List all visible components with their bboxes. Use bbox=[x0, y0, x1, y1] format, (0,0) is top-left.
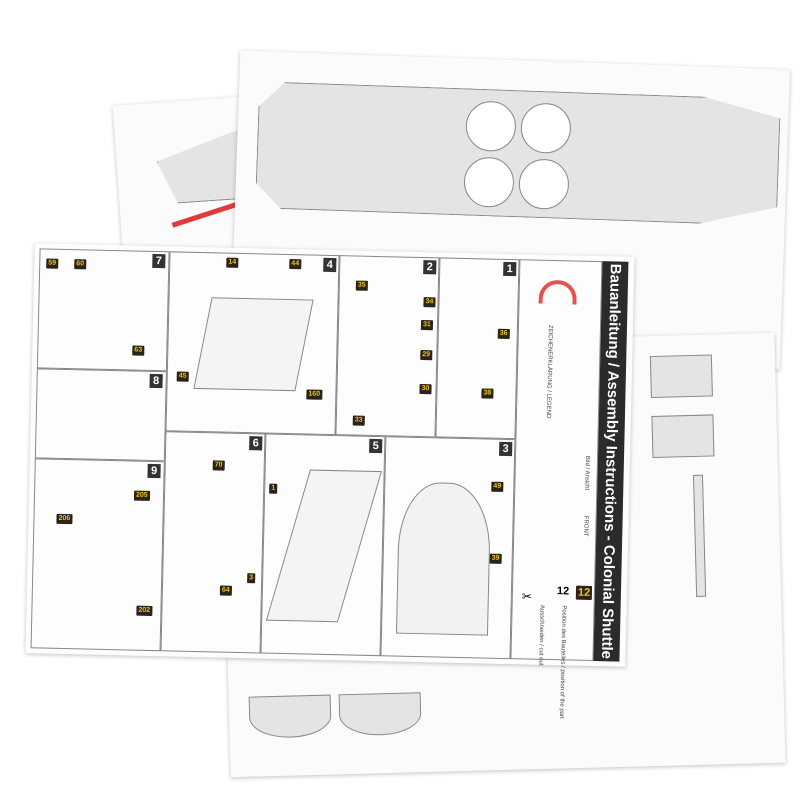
part-badge: 33 bbox=[352, 415, 365, 426]
part-badge: 160 bbox=[306, 389, 323, 400]
step-cell-9 bbox=[30, 458, 165, 652]
fuselage-part bbox=[255, 81, 781, 226]
fin-part bbox=[651, 414, 715, 459]
step-number: 4 bbox=[323, 257, 337, 273]
part-badge: 35 bbox=[355, 280, 368, 291]
scissors-icon: ✂ bbox=[521, 589, 533, 604]
step-cell-1 bbox=[435, 257, 520, 440]
part-badge: 1 bbox=[269, 483, 278, 494]
view-label: Bild / Ansicht bbox=[583, 455, 591, 491]
part-badge: 44 bbox=[289, 259, 302, 270]
strip-part bbox=[692, 474, 707, 597]
step-number: 7 bbox=[152, 253, 166, 269]
step-number: 8 bbox=[149, 373, 163, 389]
part-badge: 49 bbox=[491, 481, 504, 492]
fin-part bbox=[649, 354, 713, 399]
part-badge: 63 bbox=[132, 345, 145, 356]
part-badge: 59 bbox=[46, 258, 59, 269]
assembly-drawing bbox=[193, 297, 314, 392]
arc-part bbox=[248, 694, 332, 739]
part-badge: 3 bbox=[247, 573, 256, 584]
step-number: 2 bbox=[423, 260, 437, 275]
instruction-sheet: 7 8 9 4 6 5 2 1 3 36 38 34 31 29 30 35 3… bbox=[25, 243, 635, 719]
legend-number-plain: 12 bbox=[556, 585, 570, 598]
front-label: FRONT bbox=[582, 515, 589, 537]
arc-part bbox=[338, 692, 422, 737]
step-number: 3 bbox=[499, 441, 513, 457]
step-number: 9 bbox=[147, 463, 161, 479]
part-badge: 30 bbox=[419, 384, 432, 395]
part-badge: 64 bbox=[219, 585, 232, 596]
part-badge: 31 bbox=[420, 320, 433, 331]
instructions-title: Bauanleitung / Assembly Instructions - C… bbox=[597, 263, 624, 660]
part-badge: 60 bbox=[74, 259, 87, 270]
part-badge: 39 bbox=[489, 553, 502, 564]
part-badge: 34 bbox=[423, 297, 436, 308]
part-badge: 29 bbox=[420, 350, 433, 361]
step-number: 1 bbox=[503, 261, 517, 277]
assembly-drawing bbox=[395, 481, 492, 636]
part-badge: 36 bbox=[497, 328, 510, 340]
part-badge: 206 bbox=[56, 513, 73, 525]
step-cell-8 bbox=[34, 368, 167, 462]
part-badge: 70 bbox=[212, 460, 225, 471]
step-cell-2 bbox=[335, 255, 440, 438]
part-badge: 14 bbox=[226, 257, 239, 268]
part-badge: 45 bbox=[176, 371, 189, 382]
part-badge: 205 bbox=[133, 490, 150, 501]
step-number: 5 bbox=[369, 438, 383, 454]
part-badge: 202 bbox=[136, 605, 153, 617]
legend-badge: 12 bbox=[575, 585, 593, 600]
part-badge: 38 bbox=[481, 388, 494, 399]
step-number: 6 bbox=[249, 436, 263, 451]
